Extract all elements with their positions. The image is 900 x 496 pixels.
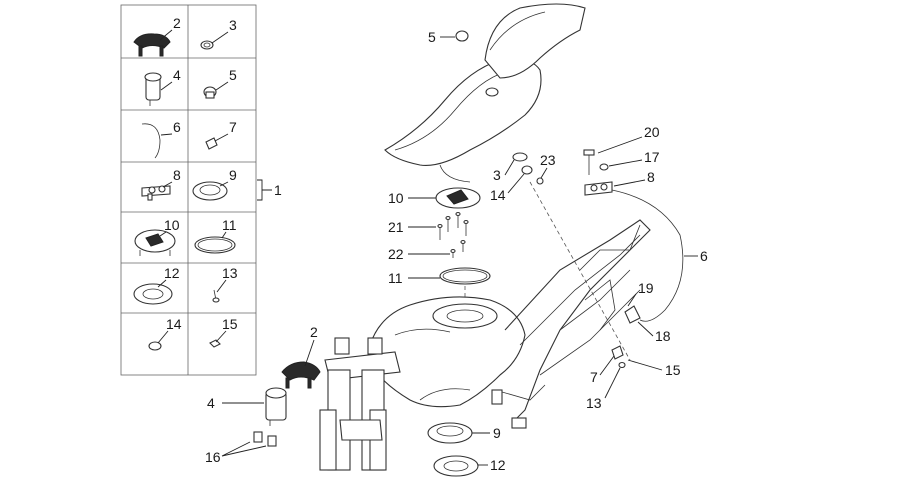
front-fork-drawing [319, 337, 401, 471]
screw-set-drawing [437, 211, 469, 258]
shear-bolts-drawing [253, 431, 277, 447]
kit-label-4: 4 [173, 67, 181, 83]
callout-17: 17 [644, 149, 660, 165]
passenger-seat-drawing [484, 3, 586, 97]
callout-23: 23 [540, 152, 556, 168]
kit-bracket [257, 179, 272, 201]
kit-label-8: 8 [173, 167, 181, 183]
kit-box-frame [120, 4, 257, 376]
cable-end-drawing [624, 305, 641, 324]
kit-cable-icon [141, 123, 161, 159]
seat-lock-drawing [584, 181, 613, 196]
kit-box: 1 2 3 4 5 6 [120, 4, 282, 376]
callout-20: 20 [644, 124, 660, 140]
key-set-drawing [281, 361, 321, 389]
rider-seat-drawing [384, 58, 542, 183]
fuel-tank-drawing [369, 296, 526, 408]
kit-label-6: 6 [173, 119, 181, 135]
kit-ignition-lock-icon [144, 72, 162, 106]
callout-19: 19 [638, 280, 654, 296]
callout-4: 4 [207, 395, 215, 411]
callout-8: 8 [647, 169, 655, 185]
kit-nut-icon [209, 339, 221, 348]
nut-small-drawing [618, 361, 626, 369]
callout-16: 16 [205, 449, 221, 465]
o-ring-drawing [439, 267, 491, 285]
callout-6: 6 [700, 248, 708, 264]
kit-label-7: 7 [229, 119, 237, 135]
callout-12: 12 [490, 457, 506, 473]
kit-flange-icon [133, 283, 173, 305]
kit-label-2: 2 [173, 15, 181, 31]
flange-drawing [433, 455, 479, 477]
kit-cap-icon [203, 86, 217, 99]
kit-label-14: 14 [166, 316, 182, 332]
kit-seat-lock-icon [141, 185, 171, 201]
kit-o-ring-icon [194, 236, 236, 254]
kit-label-3: 3 [229, 17, 237, 33]
callout-22: 22 [388, 246, 404, 262]
kit-label-10: 10 [164, 217, 180, 233]
frame-drawing [491, 219, 651, 429]
ignition-lock-drawing [265, 387, 287, 426]
kit-label-9: 9 [229, 167, 237, 183]
kit-small-part-icon [205, 137, 218, 150]
kit-screw-icon [212, 289, 220, 303]
kit-label-15: 15 [222, 316, 238, 332]
kit-label-11: 11 [222, 217, 237, 233]
kit-key-set-icon [133, 33, 171, 57]
callout-5: 5 [428, 29, 436, 45]
washer-drawing [512, 152, 528, 162]
kit-label-13: 13 [222, 265, 238, 281]
callout-2: 2 [310, 324, 318, 340]
kit-washer-icon [200, 40, 214, 50]
callout-9: 9 [493, 425, 501, 441]
nut-drawing [536, 177, 544, 185]
kit-grommet-icon [148, 341, 162, 351]
callout-18: 18 [655, 328, 671, 344]
callout-14: 14 [490, 187, 506, 203]
callout-10: 10 [388, 190, 404, 206]
bolt-drawing [583, 149, 609, 175]
kit-label-5: 5 [229, 67, 237, 83]
callout-13: 13 [586, 395, 602, 411]
kit-bracket-label: 1 [274, 182, 282, 198]
fuel-cap-ring-drawing [427, 422, 473, 444]
kit-fuel-cap-ring-icon [192, 181, 228, 201]
kit-fuel-cap-icon [134, 229, 176, 256]
callout-7: 7 [590, 369, 598, 385]
seat-cap-drawing [455, 30, 469, 42]
callout-3: 3 [493, 167, 501, 183]
callout-21: 21 [388, 219, 404, 235]
seat-cable-drawing [611, 189, 684, 322]
kit-label-12: 12 [164, 265, 180, 281]
callout-11: 11 [388, 270, 403, 286]
fuel-cap-drawing [435, 187, 481, 209]
grommet-drawing [521, 165, 533, 175]
callout-15: 15 [665, 362, 681, 378]
